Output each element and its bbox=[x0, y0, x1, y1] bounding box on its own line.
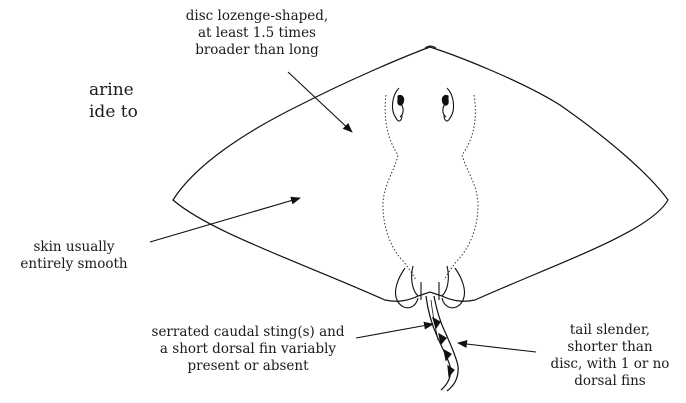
label-sting: serrated caudal sting(s) and a short dor… bbox=[148, 324, 348, 375]
pelvic-fins bbox=[396, 266, 465, 308]
disc-outline bbox=[173, 47, 668, 301]
arrow-skin bbox=[150, 198, 300, 242]
arrow-sting bbox=[356, 324, 433, 338]
label-skin-line-1: skin usually bbox=[14, 239, 134, 256]
label-skin: skin usually entirely smooth bbox=[14, 239, 134, 273]
label-tail-line-1: tail slender, bbox=[540, 322, 680, 339]
label-sting-line-3: present or absent bbox=[148, 358, 348, 375]
label-disc-shape-line-2: at least 1.5 times bbox=[154, 25, 360, 42]
arrow-tail bbox=[458, 343, 536, 352]
label-tail-line-2: shorter than bbox=[540, 339, 680, 356]
right-eye bbox=[442, 88, 453, 121]
left-eye bbox=[392, 88, 403, 121]
label-disc-shape: disc lozenge-shaped, at least 1.5 times … bbox=[154, 8, 360, 59]
body-outline-dotted bbox=[383, 95, 478, 280]
label-sting-line-1: serrated caudal sting(s) and bbox=[148, 324, 348, 341]
label-tail-line-4: dorsal fins bbox=[540, 373, 680, 390]
label-disc-shape-line-3: broader than long bbox=[154, 42, 360, 59]
label-sting-line-2: a short dorsal fin variably bbox=[148, 341, 348, 358]
label-disc-shape-line-1: disc lozenge-shaped, bbox=[154, 8, 360, 25]
label-tail: tail slender, shorter than disc, with 1 … bbox=[540, 322, 680, 390]
tail bbox=[426, 296, 458, 391]
arrow-disc bbox=[288, 72, 352, 132]
label-skin-line-2: entirely smooth bbox=[14, 256, 134, 273]
label-tail-line-3: disc, with 1 or no bbox=[540, 356, 680, 373]
